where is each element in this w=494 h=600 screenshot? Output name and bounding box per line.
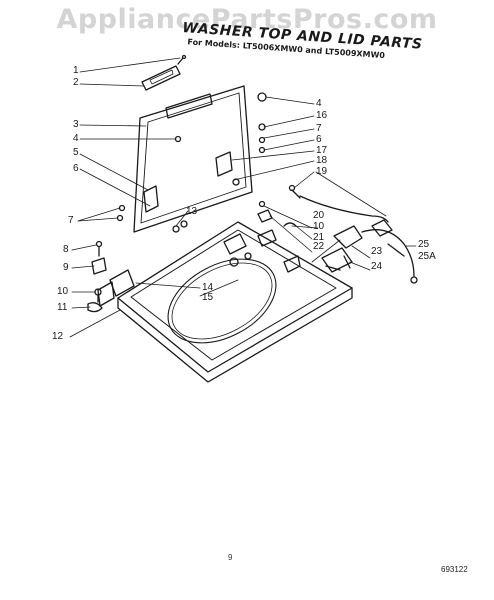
lid-switch-assembly xyxy=(299,195,418,284)
part-label: 6 xyxy=(73,163,79,174)
part-label: 8 xyxy=(63,244,69,255)
part-label: 7 xyxy=(68,215,74,226)
part-label: 1 xyxy=(73,65,79,76)
part-label: 11 xyxy=(57,302,68,313)
part-label: 13 xyxy=(186,206,198,217)
part-label: 23 xyxy=(371,246,383,257)
part-label: 10 xyxy=(57,286,69,297)
part-label: 25A xyxy=(418,251,436,262)
part-label: 14 xyxy=(202,282,214,293)
drawing-code: 693122 xyxy=(441,565,468,574)
part-label: 22 xyxy=(313,241,325,252)
washer-lid xyxy=(133,85,253,233)
watermark: AppliancePartsPros.com xyxy=(56,4,438,35)
part-label: 7 xyxy=(316,123,322,134)
part-label: 20 xyxy=(313,210,325,221)
washer-top xyxy=(97,221,353,383)
part-label: 12 xyxy=(52,331,64,342)
part-label: 9 xyxy=(63,262,69,273)
part-label: 10 xyxy=(313,221,325,232)
part-label: 5 xyxy=(73,147,79,158)
lid-handle xyxy=(141,54,187,91)
part-label: 3 xyxy=(73,119,79,130)
part-label: 19 xyxy=(316,166,328,177)
part-label: 6 xyxy=(316,134,322,145)
part-label: 15 xyxy=(202,292,214,303)
page-mark: 9 xyxy=(228,553,233,562)
part-label: 24 xyxy=(371,261,383,272)
part-label: 17 xyxy=(316,145,328,156)
part-label: 16 xyxy=(316,110,328,121)
part-label: 21 xyxy=(313,232,325,243)
part-label: 4 xyxy=(316,98,322,109)
part-label: 2 xyxy=(73,77,79,88)
leader-lines xyxy=(69,57,417,338)
part-label: 18 xyxy=(316,155,328,166)
part-label: 4 xyxy=(73,133,79,144)
part-label: 25 xyxy=(418,239,430,250)
